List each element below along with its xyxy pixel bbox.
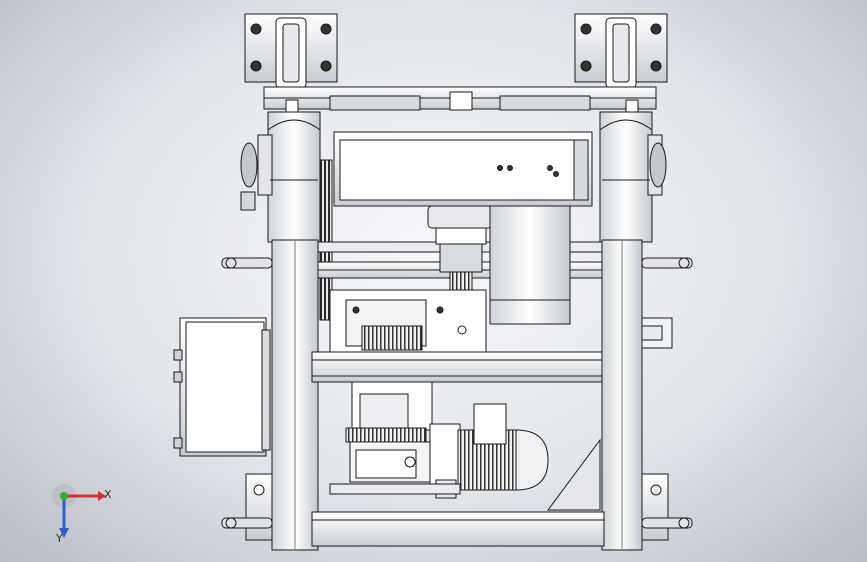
coordinate-triad: X Y xyxy=(44,480,124,550)
left-column-upper xyxy=(240,111,321,243)
mounting-plate-left xyxy=(244,13,338,89)
electric-motor xyxy=(429,403,549,499)
top-crossbeam xyxy=(263,86,657,117)
y-axis-label: Y xyxy=(56,532,63,545)
electrical-box xyxy=(173,317,271,457)
lower-gear-motor xyxy=(345,381,433,483)
diagonal-support xyxy=(547,438,601,511)
bottom-plate-left xyxy=(245,473,273,541)
mounting-plate-right xyxy=(574,13,668,89)
vertical-motor-block xyxy=(489,205,571,325)
right-column-upper xyxy=(599,111,667,243)
base-frame xyxy=(311,483,605,547)
side-pins xyxy=(221,257,693,529)
frame-leg-left xyxy=(271,239,319,551)
upper-gearbox-housing xyxy=(333,131,593,207)
bottom-plate-right xyxy=(641,473,669,541)
x-axis-label: X xyxy=(104,488,112,501)
middle-crossbeam xyxy=(311,351,603,383)
shaft-coupling xyxy=(427,205,493,297)
u-clamp-bracket xyxy=(641,317,673,349)
frame-leg-right xyxy=(601,239,643,551)
middle-bracket xyxy=(329,289,487,355)
drive-chain xyxy=(319,159,333,321)
triad-axes xyxy=(52,484,106,538)
